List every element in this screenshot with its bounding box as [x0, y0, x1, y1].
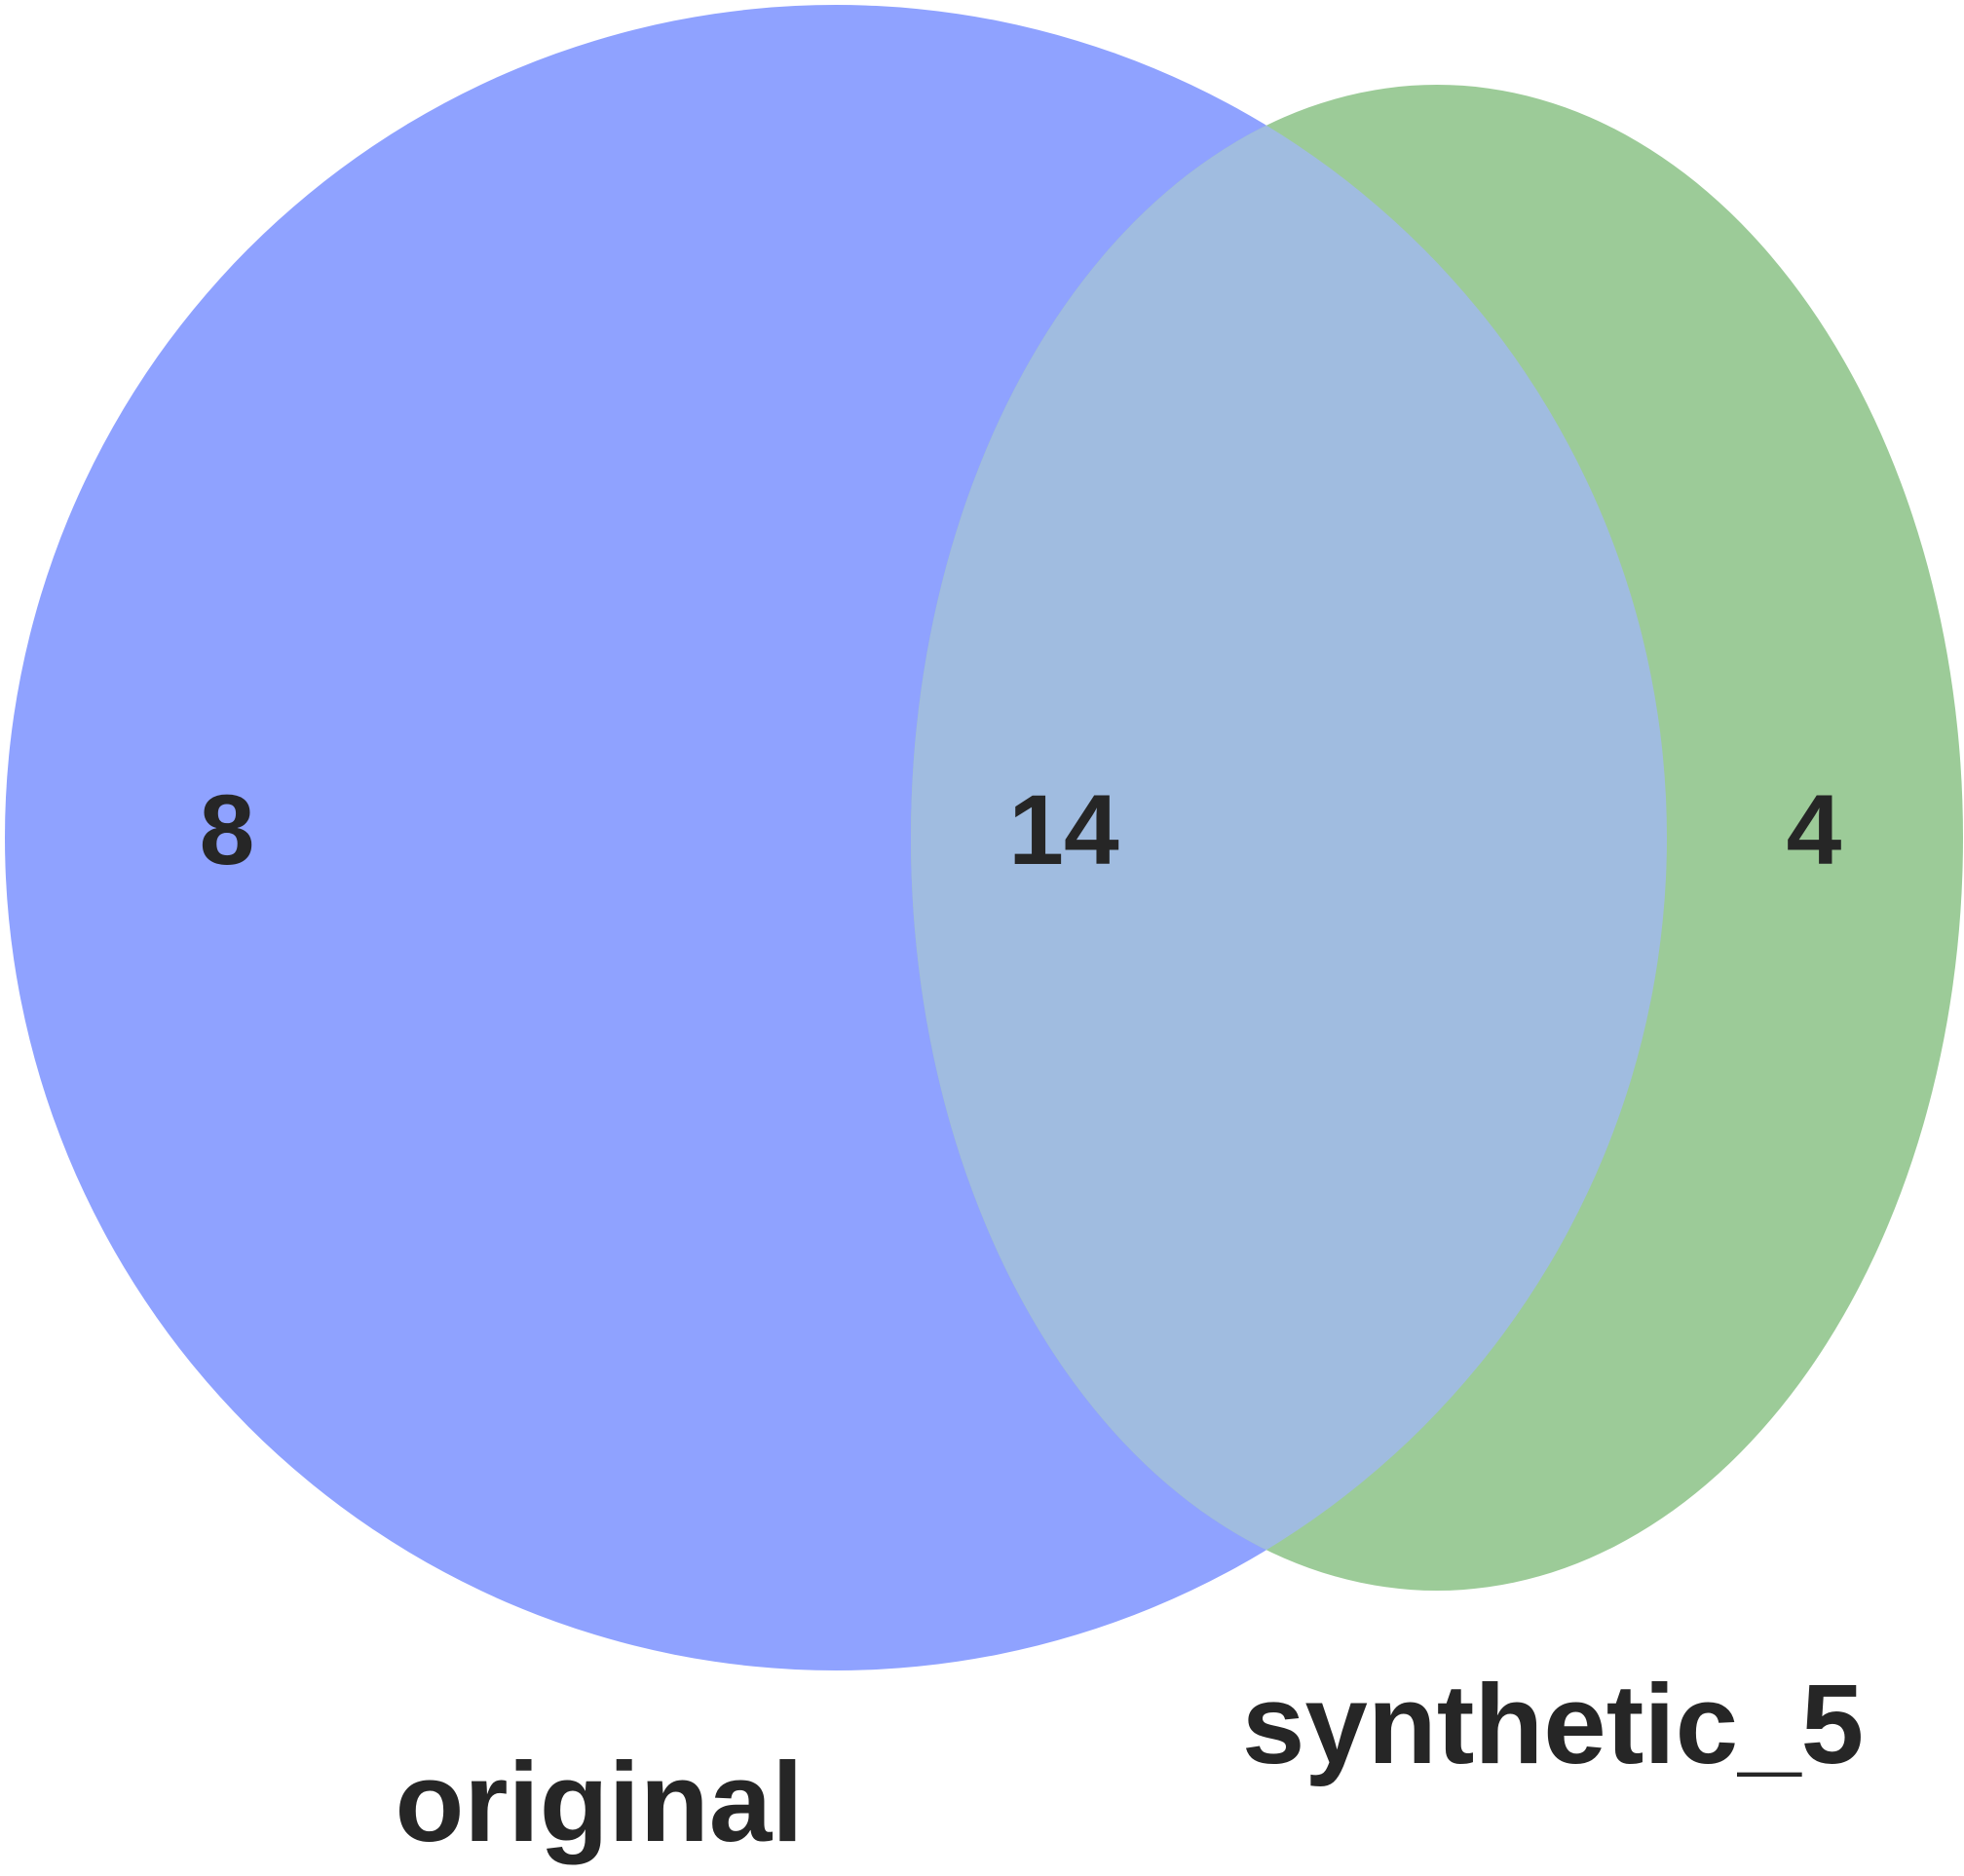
- only-original-count: 8: [200, 774, 255, 885]
- set-label-synthetic-5: synthetic_5: [1242, 1661, 1864, 1787]
- set-label-original: original: [396, 1739, 804, 1865]
- intersection-count: 14: [1008, 774, 1119, 885]
- intersection-region: [911, 85, 1667, 1591]
- only-synthetic-5-count: 4: [1787, 774, 1842, 885]
